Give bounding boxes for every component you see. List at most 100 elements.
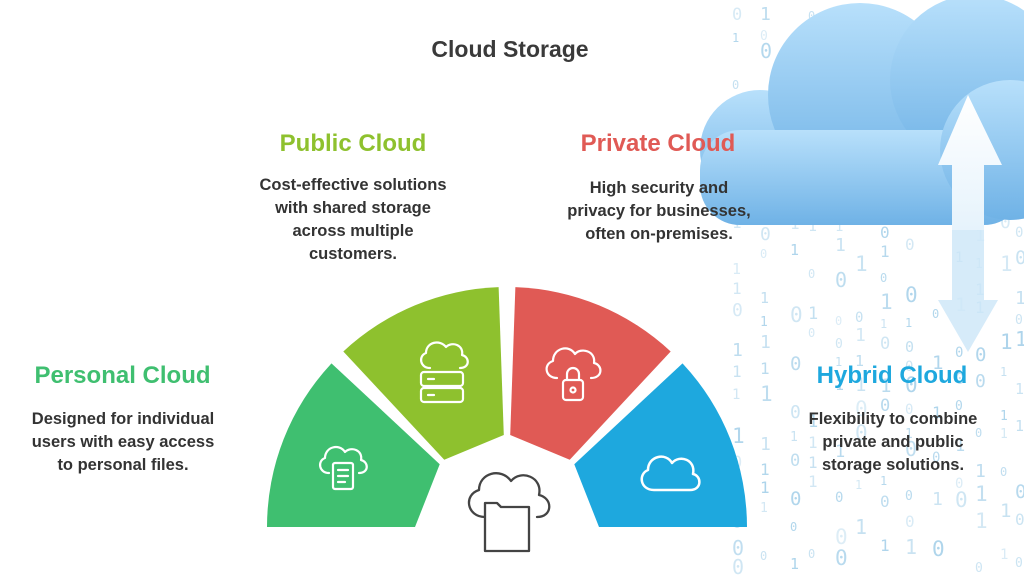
binary-digit: 1 <box>1015 288 1024 309</box>
binary-digit: 1 <box>1000 547 1008 563</box>
public-cloud-segment <box>343 287 504 460</box>
binary-digit: 0 <box>955 345 963 361</box>
binary-digit: 0 <box>975 561 983 576</box>
binary-digit: 0 <box>808 547 815 561</box>
binary-digit: 0 <box>855 421 868 445</box>
private-cloud-description: High security and privacy for businesses… <box>548 177 770 246</box>
binary-digit: 1 <box>1000 500 1011 522</box>
binary-digit: 1 <box>855 325 866 346</box>
binary-digit: 1 <box>1000 330 1013 354</box>
binary-digit: 0 <box>905 235 915 254</box>
binary-digit: 0 <box>905 338 914 356</box>
hybrid-cloud-title: Hybrid Cloud <box>816 362 968 389</box>
binary-digit: 1 <box>760 315 768 330</box>
binary-digit: 1 <box>835 219 843 235</box>
binary-digit: 1 <box>732 362 742 381</box>
binary-digit: 1 <box>760 460 770 479</box>
description-line: Designed for individual <box>31 410 215 428</box>
binary-digit: 1 <box>732 387 740 403</box>
binary-digit: 0 <box>790 451 800 471</box>
binary-digit: 1 <box>1015 327 1024 351</box>
binary-digit: 1 <box>808 433 818 452</box>
binary-digit: 1 <box>880 290 893 314</box>
binary-digit: 1 <box>732 424 745 448</box>
binary-digit: 1 <box>732 279 742 298</box>
binary-digit: 1 <box>790 430 798 445</box>
binary-digit: 0 <box>855 310 863 326</box>
binary-digit: 1 <box>760 4 771 25</box>
binary-digit: 1 <box>760 501 768 516</box>
binary-digit: 1 <box>880 317 887 331</box>
binary-digit: 1 <box>760 434 771 455</box>
description-line: private and public <box>822 433 964 451</box>
binary-digit: 0 <box>905 373 918 397</box>
cloud-icon <box>640 455 701 492</box>
binary-digit: 1 <box>975 509 988 533</box>
binary-digit: 1 <box>855 352 864 370</box>
description-line: across multiple <box>292 222 414 240</box>
binary-digit: 0 <box>855 397 868 421</box>
binary-digit: 0 <box>835 490 843 506</box>
binary-digit: 0 <box>1015 247 1024 269</box>
binary-digit: 0 <box>732 555 744 576</box>
binary-digit: 1 <box>835 355 842 369</box>
binary-digit: 0 <box>905 359 913 375</box>
description-line: privacy for businesses, <box>567 202 751 220</box>
binary-digit: 1 <box>1015 380 1024 398</box>
public-cloud-title: Public Cloud <box>279 130 427 157</box>
binary-digit: 0 <box>905 283 918 307</box>
description-line: customers. <box>308 245 398 263</box>
binary-digit: 1 <box>880 242 890 261</box>
diagram-title: Cloud Storage <box>431 36 589 62</box>
binary-digit: 1 <box>1000 252 1013 276</box>
binary-digit: 1 <box>808 304 818 324</box>
binary-digit: 0 <box>835 546 848 570</box>
public-cloud-description: Cost-effective solutions with shared sto… <box>238 174 468 266</box>
binary-digit: 1 <box>905 535 917 559</box>
binary-digit: 0 <box>1015 481 1024 503</box>
binary-digit: 0 <box>790 520 797 534</box>
binary-digit: 0 <box>880 334 890 354</box>
binary-digit: 0 <box>880 223 890 242</box>
binary-digit: 0 <box>760 247 767 261</box>
binary-digit: 0 <box>905 512 915 531</box>
private-cloud-segment <box>510 287 671 460</box>
cloud-server-icon <box>419 341 469 404</box>
binary-digit: 1 <box>955 436 965 456</box>
binary-digit: 0 <box>1015 510 1024 529</box>
binary-digit: 1 <box>760 359 770 378</box>
binary-digit: 0 <box>760 224 771 245</box>
binary-digit: 1 <box>932 489 943 510</box>
binary-digit: 1 <box>760 289 769 307</box>
description-line: Flexibility to combine <box>808 410 978 428</box>
binary-digit: 1 <box>732 340 743 361</box>
binary-digit: 1 <box>975 482 988 506</box>
cloud-folder-icon <box>467 472 551 553</box>
up-down-arrow-icon <box>938 95 1002 352</box>
binary-digit: 0 <box>955 488 968 512</box>
binary-digit: 1 <box>905 316 912 330</box>
binary-digit: 0 <box>808 267 815 281</box>
binary-digit: 1 <box>905 427 913 442</box>
personal-cloud-segment <box>267 363 440 527</box>
binary-digit: 1 <box>808 453 818 472</box>
hybrid-cloud-segment <box>574 363 747 527</box>
binary-digit: 0 <box>880 492 890 511</box>
binary-digit: 1 <box>732 31 739 45</box>
binary-digit: 1 <box>1000 409 1008 424</box>
binary-digit: 0 <box>835 314 842 328</box>
description-line: to personal files. <box>57 456 189 474</box>
binary-digit: 1 <box>855 515 867 539</box>
cloud-document-icon <box>319 445 368 491</box>
binary-digit: 0 <box>905 402 913 418</box>
binary-digit: 1 <box>835 235 846 256</box>
description-line: Cost-effective solutions <box>259 176 447 194</box>
binary-digit: 1 <box>855 252 868 276</box>
description-line: storage solutions. <box>821 456 965 474</box>
binary-digit: 0 <box>790 303 803 327</box>
binary-digit: 0 <box>732 78 739 92</box>
binary-digit: 0 <box>880 271 887 285</box>
binary-digit: 1 <box>808 472 818 491</box>
binary-digit: 1 <box>760 382 773 406</box>
